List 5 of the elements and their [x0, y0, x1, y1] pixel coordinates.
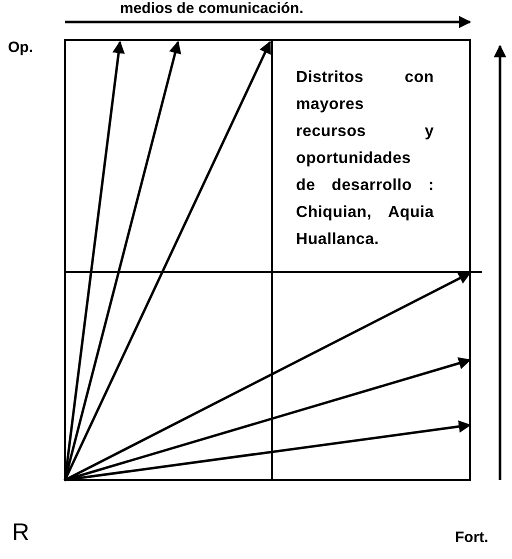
axis-label: Op. [8, 40, 33, 56]
axis-label: R [12, 520, 30, 546]
axis-label: medios de comunicación. [120, 1, 304, 18]
quadrant-note: Distritos con mayores recursos y oportunidades de desarrollo : Chiquian, Aquia Huallanca. [296, 68, 434, 250]
axis-label: Fort. [455, 530, 488, 546]
